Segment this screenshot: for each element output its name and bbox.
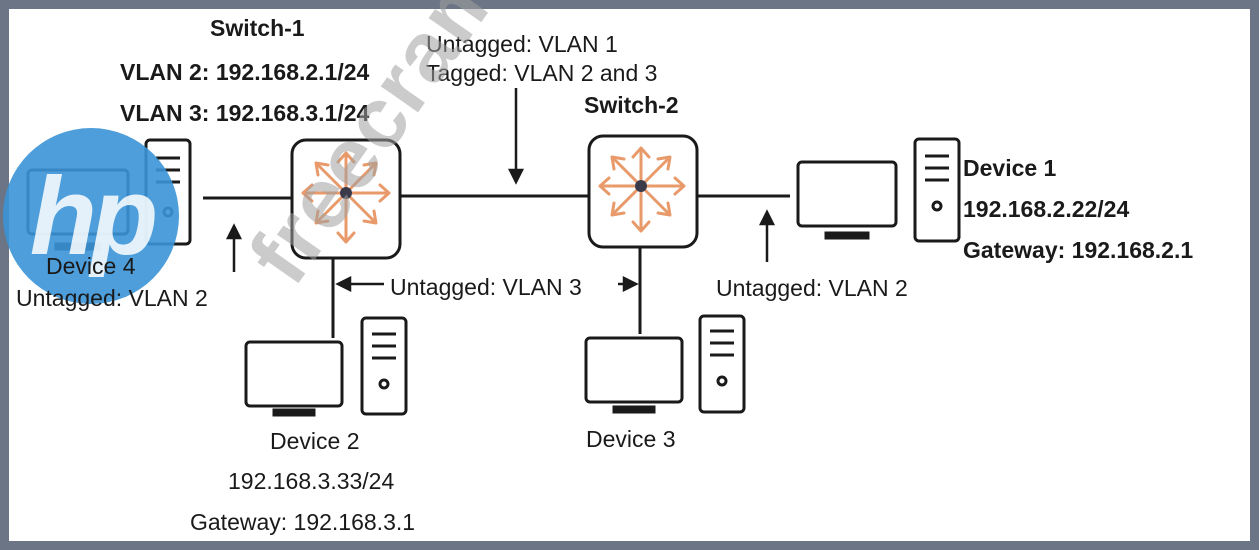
switch-1-vlan2: VLAN 2: 192.168.2.1/24 <box>120 59 370 85</box>
arrow-trunk-pointer <box>507 88 525 185</box>
device-1-ip: 192.168.2.22/24 <box>963 196 1130 222</box>
arrow-vlan3-left <box>335 275 384 293</box>
device-3-name: Device 3 <box>586 426 676 452</box>
device-2-ip: 192.168.3.33/24 <box>228 468 395 494</box>
device-1-computer-icon <box>796 137 961 243</box>
trunk-untagged-label: Untagged: VLAN 1 <box>426 31 618 57</box>
hp-logo-text: hp <box>29 154 158 278</box>
switch-1-icon <box>290 138 402 260</box>
arrow-vlan3-right <box>618 275 639 293</box>
device-2-gateway: Gateway: 192.168.3.1 <box>190 509 416 535</box>
diagram-canvas <box>9 9 1250 541</box>
vlan3-link-label: Untagged: VLAN 3 <box>390 274 582 300</box>
device-2-computer-icon <box>244 316 408 417</box>
switch-1-name: Switch-1 <box>210 15 305 41</box>
device-2-name: Device 2 <box>270 428 360 454</box>
hp-logo <box>3 128 179 304</box>
arrow-device1-port <box>758 209 776 262</box>
device-1-gateway: Gateway: 192.168.2.1 <box>963 237 1194 263</box>
switch-2-icon <box>587 134 699 249</box>
arrow-device4-port <box>225 223 243 272</box>
device-3-computer-icon <box>584 314 746 414</box>
device-1-name: Device 1 <box>963 155 1057 181</box>
switch-2-name: Switch-2 <box>584 92 679 118</box>
device-4-name: Device 4 <box>46 253 136 279</box>
trunk-tagged-label: Tagged: VLAN 2 and 3 <box>426 60 658 86</box>
device-4-port-label: Untagged: VLAN 2 <box>16 285 208 311</box>
switch-1-vlan3: VLAN 3: 192.168.3.1/24 <box>120 100 370 126</box>
device-1-port-label: Untagged: VLAN 2 <box>716 275 908 301</box>
